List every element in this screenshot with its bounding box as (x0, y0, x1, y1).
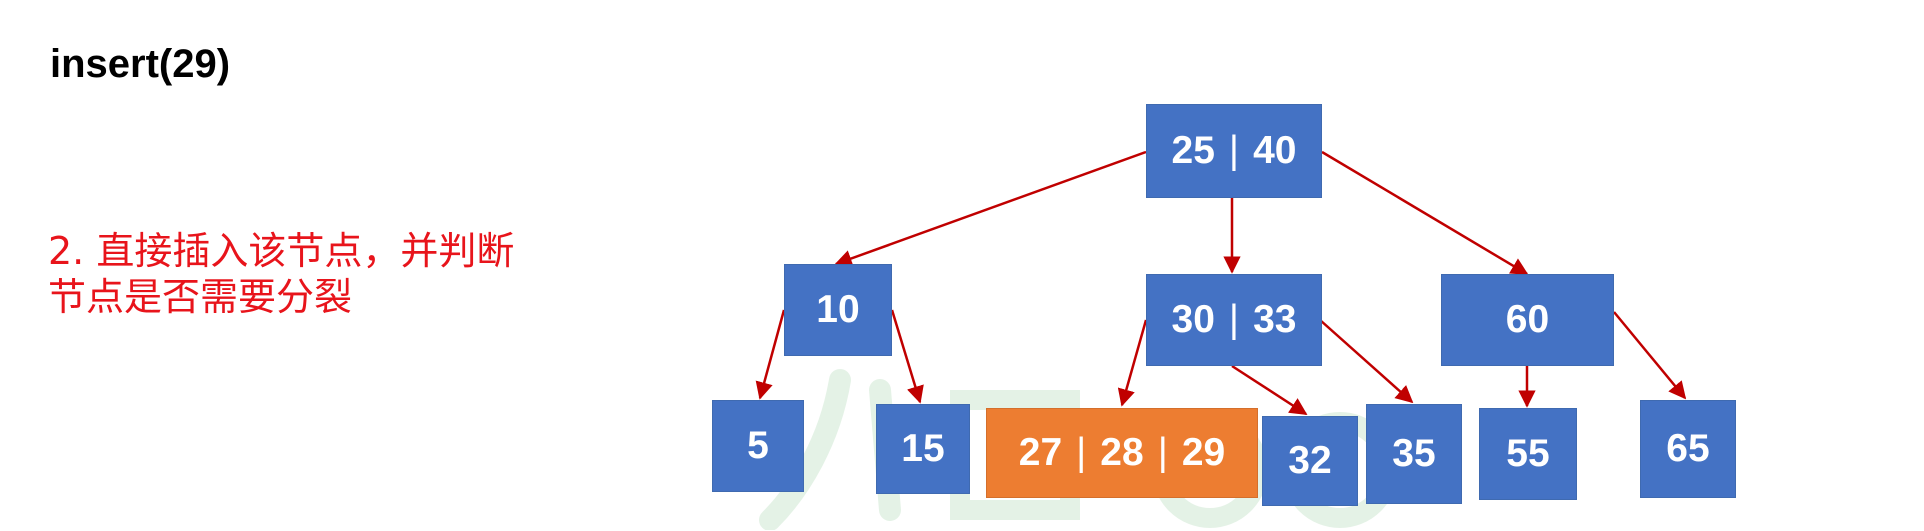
key: 5 (747, 424, 769, 467)
step-note: 2. 直接插入该节点，并判断 节点是否需要分裂 (48, 228, 514, 320)
page-title: insert(29) (50, 42, 231, 86)
edge-mid-35 (1319, 319, 1414, 404)
leaf-35: 35 (1366, 404, 1462, 504)
node-root: 25 | 40 (1146, 104, 1322, 198)
edge-right-65 (1613, 311, 1687, 400)
key-separator: | (1228, 129, 1240, 172)
node-mid: 30 | 33 (1146, 274, 1322, 366)
key: 35 (1392, 432, 1436, 475)
key-separator: | (1157, 431, 1168, 474)
leaf-15: 15 (876, 404, 970, 494)
key: 65 (1666, 427, 1710, 470)
leaf-55: 55 (1479, 408, 1577, 500)
key-separator: | (1076, 431, 1087, 474)
key: 28 (1100, 431, 1144, 474)
leaf-32: 32 (1262, 416, 1358, 506)
key: 29 (1181, 431, 1226, 474)
edge-left-5 (755, 309, 786, 400)
note-line-2: 节点是否需要分裂 (48, 275, 353, 319)
key: 15 (901, 427, 945, 470)
node-right: 60 (1441, 274, 1614, 366)
key: 27 (1018, 431, 1063, 474)
key: 60 (1505, 298, 1550, 341)
key-separator: | (1228, 298, 1240, 341)
key: 33 (1253, 298, 1297, 341)
edge-root-left (834, 150, 1147, 267)
key: 10 (816, 288, 860, 331)
leaf-inserted: 27 | 28 | 29 (986, 408, 1258, 498)
node-left: 10 (784, 264, 892, 356)
edge-left-15 (890, 309, 924, 404)
key: 55 (1506, 432, 1550, 475)
note-line-1: 2. 直接插入该节点，并判断 (48, 229, 515, 273)
key: 30 (1171, 298, 1215, 341)
edge-mid-32 (1231, 364, 1308, 416)
key: 25 (1171, 129, 1215, 172)
leaf-5: 5 (712, 400, 804, 492)
edge-root-right (1321, 150, 1529, 276)
leaf-65: 65 (1640, 400, 1736, 498)
key: 32 (1288, 439, 1332, 482)
key: 40 (1253, 129, 1297, 172)
edge-mid-new (1117, 319, 1148, 407)
